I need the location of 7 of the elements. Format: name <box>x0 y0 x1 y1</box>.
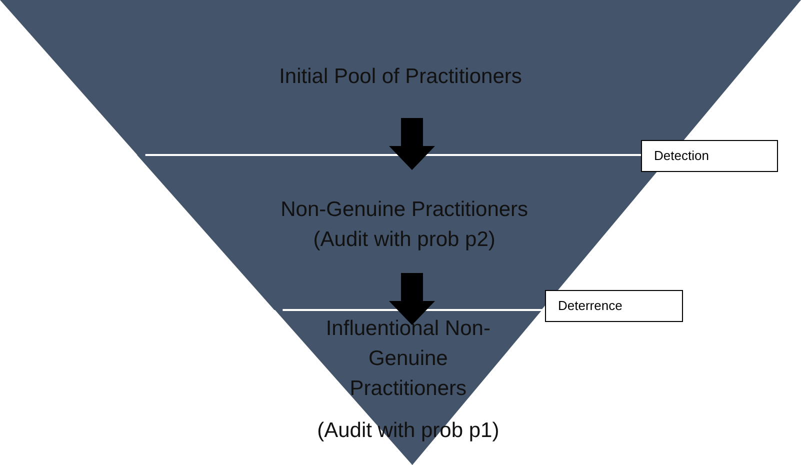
down-arrow <box>389 118 435 170</box>
label-box: Deterrence <box>545 290 683 322</box>
band-label: Influentional Non- Genuine Practitioners <box>324 316 492 402</box>
band-label: Non-Genuine Practitioners (Audit with prob p2) <box>280 197 530 253</box>
down-arrow <box>389 273 435 325</box>
band-label: Initial Pool of Practitioners <box>279 64 522 90</box>
label-box: Detection <box>641 140 778 172</box>
